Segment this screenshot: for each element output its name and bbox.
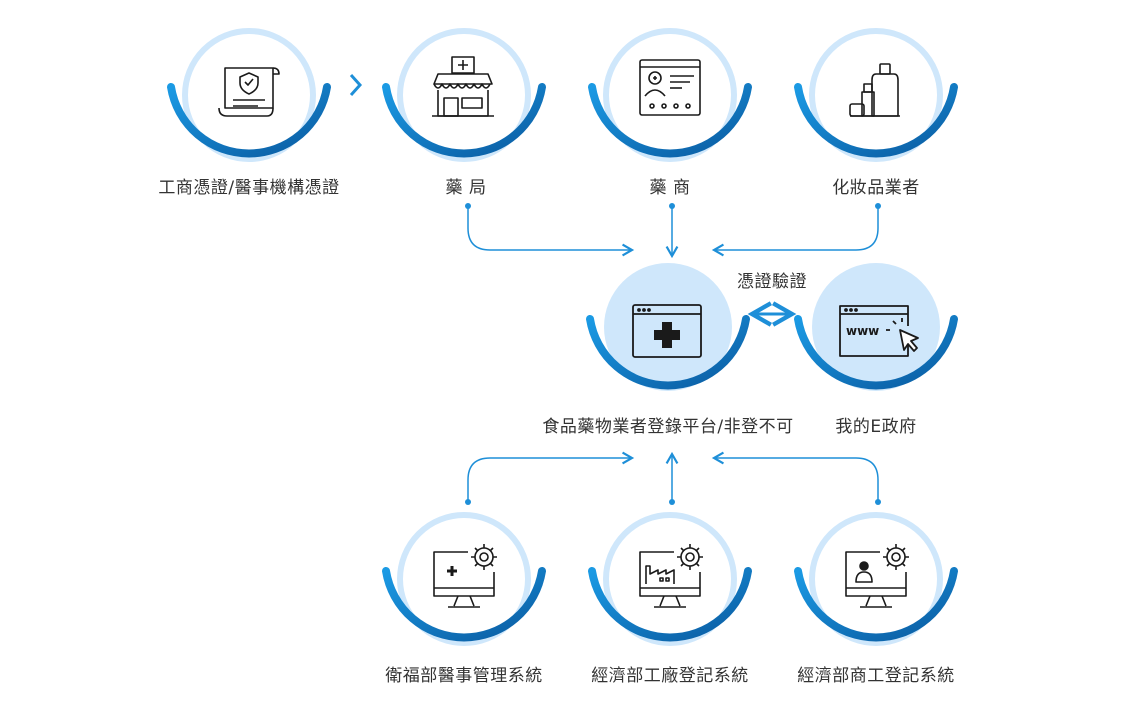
connector-mohw-platform (465, 451, 635, 505)
node-egov-label: 我的E政府 (835, 417, 917, 437)
connector-cosmetics-platform (711, 203, 881, 257)
www-browser-click-icon: www (839, 305, 919, 357)
node-platform (586, 263, 750, 391)
node-moea-factory (588, 512, 752, 646)
cosmetics-bottles-icon (849, 63, 900, 117)
connector-factory-platform (665, 451, 679, 505)
verify-label: 憑證驗證 (737, 272, 807, 292)
monitor-medical-gear-icon (433, 544, 497, 608)
node-pharmacy (382, 28, 546, 162)
node-drug-dealer-label: 藥 商 (649, 178, 691, 198)
node-moea-factory-label: 經濟部工廠登記系統 (591, 666, 749, 686)
monitor-factory-gear-icon (639, 544, 703, 608)
certificate-shield-icon (218, 67, 280, 117)
node-mohw (382, 512, 546, 646)
svg-text:www: www (846, 324, 879, 338)
pharmacy-store-icon (432, 56, 494, 117)
node-drug-dealer (588, 28, 752, 162)
node-cert-label: 工商憑證/醫事機構憑證 (158, 178, 340, 198)
node-pharmacy-label: 藥 局 (445, 178, 487, 198)
connectors (349, 73, 881, 505)
node-mohw-label: 衛福部醫事管理系統 (385, 666, 543, 686)
node-egov: www (794, 263, 958, 391)
node-cert (167, 28, 331, 162)
connector-business-platform (711, 451, 881, 505)
node-platform-label: 食品藥物業者登錄平台/非登不可 (542, 417, 794, 437)
connector-drugdealer-platform (665, 203, 679, 259)
node-cosmetics (794, 28, 958, 162)
connector-pharmacy-platform (465, 203, 635, 257)
chevron-right-icon (349, 73, 363, 97)
medical-browser-icon (632, 304, 702, 358)
node-moea-business-label: 經濟部商工登記系統 (797, 666, 955, 686)
node-moea-business (794, 512, 958, 646)
pharmacist-id-card-icon (639, 59, 701, 116)
node-cosmetics-label: 化妝品業者 (832, 178, 920, 198)
monitor-person-gear-icon (845, 544, 909, 608)
